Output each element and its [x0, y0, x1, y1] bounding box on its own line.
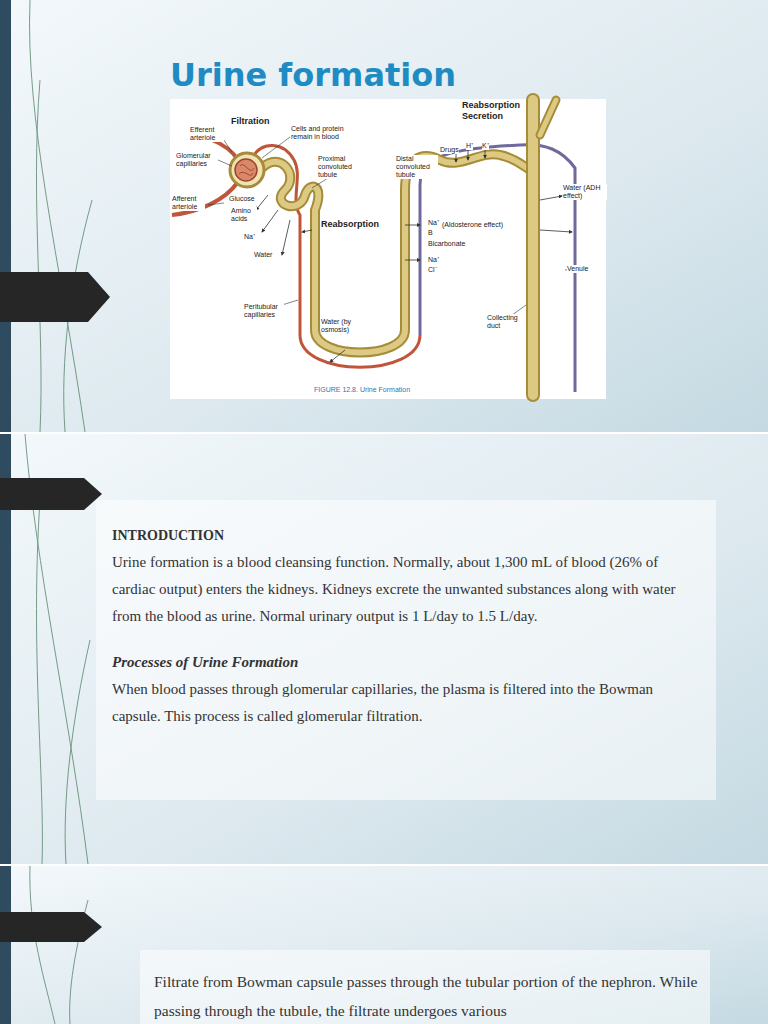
slide-ground	[0, 434, 768, 864]
figure-label: (Aldosterone effect)	[442, 221, 503, 229]
figure-label: Water (ADH effect)	[563, 184, 607, 200]
figure-label: Distal convoluted tubule	[396, 155, 438, 179]
figure-label: Afferent arteriole	[172, 195, 205, 211]
text-panel	[140, 950, 710, 1024]
figure-heading: Secretion	[462, 111, 503, 121]
slide-ground	[0, 0, 768, 432]
figure-label: Cl⁻	[428, 266, 437, 274]
figure-label: K⁺	[482, 142, 489, 150]
tab-arrow	[0, 478, 102, 510]
side-strip	[0, 0, 11, 432]
figure-heading: Reabsorption	[321, 219, 379, 229]
leader-lines	[208, 136, 574, 318]
nephron-illustration	[172, 100, 575, 395]
figure-label: Na⁺	[244, 233, 255, 241]
figure-label: Collecting duct	[487, 314, 515, 330]
figure-label: H⁺	[466, 142, 473, 150]
flow-arrows	[256, 150, 572, 362]
side-strip	[0, 866, 11, 1024]
figure-label: Na⁺	[428, 256, 439, 264]
figure-label: B	[428, 229, 433, 237]
tab-arrow	[0, 272, 110, 322]
figure-label: Drugs	[440, 146, 459, 154]
figure-caption: FIGURE 12.8. Urine Formation	[314, 386, 410, 394]
tab-arrow	[0, 912, 102, 942]
text-panel: INTRODUCTIONUrine formation is a blood c…	[112, 522, 697, 730]
figure-label: Venule	[567, 265, 588, 273]
figure-label: Water (by osmosis)	[321, 318, 361, 334]
figure-label: Peritubular capillaries	[244, 303, 284, 319]
body-text: Filtrate from Bowman capsule passes thro…	[154, 967, 702, 1024]
figure-label: Glomerular capillaries	[176, 152, 214, 168]
figure-label: Glucose	[229, 195, 255, 203]
figure-label: Bicarbonate	[428, 240, 465, 248]
figure-label: Na⁺	[428, 219, 439, 227]
body-text: Urine formation is a blood cleansing fun…	[112, 549, 697, 630]
figure-heading: Filtration	[231, 116, 270, 126]
figure-label: Water	[254, 251, 272, 259]
figure-label: Cells and protein remain in blood	[291, 125, 353, 141]
figure-label: Proximal convoluted tubule	[318, 155, 360, 179]
text-panel	[96, 500, 716, 800]
decor-curves	[25, 0, 92, 1024]
subheading: Processes of Urine Formation	[112, 649, 697, 676]
figure-label: Efferent arteriole	[190, 126, 224, 142]
figure-label: Amino acids	[231, 207, 257, 223]
slide-ground	[0, 866, 768, 1024]
section-heading: INTRODUCTION	[112, 522, 697, 549]
slide-title: Urine formation	[170, 56, 456, 94]
figure-heading: Reabsorption	[462, 100, 520, 110]
text-panel: Filtrate from Bowman capsule passes thro…	[154, 967, 702, 1024]
body-text: When blood passes through glomerular cap…	[112, 676, 697, 730]
figure-ground	[170, 99, 606, 399]
